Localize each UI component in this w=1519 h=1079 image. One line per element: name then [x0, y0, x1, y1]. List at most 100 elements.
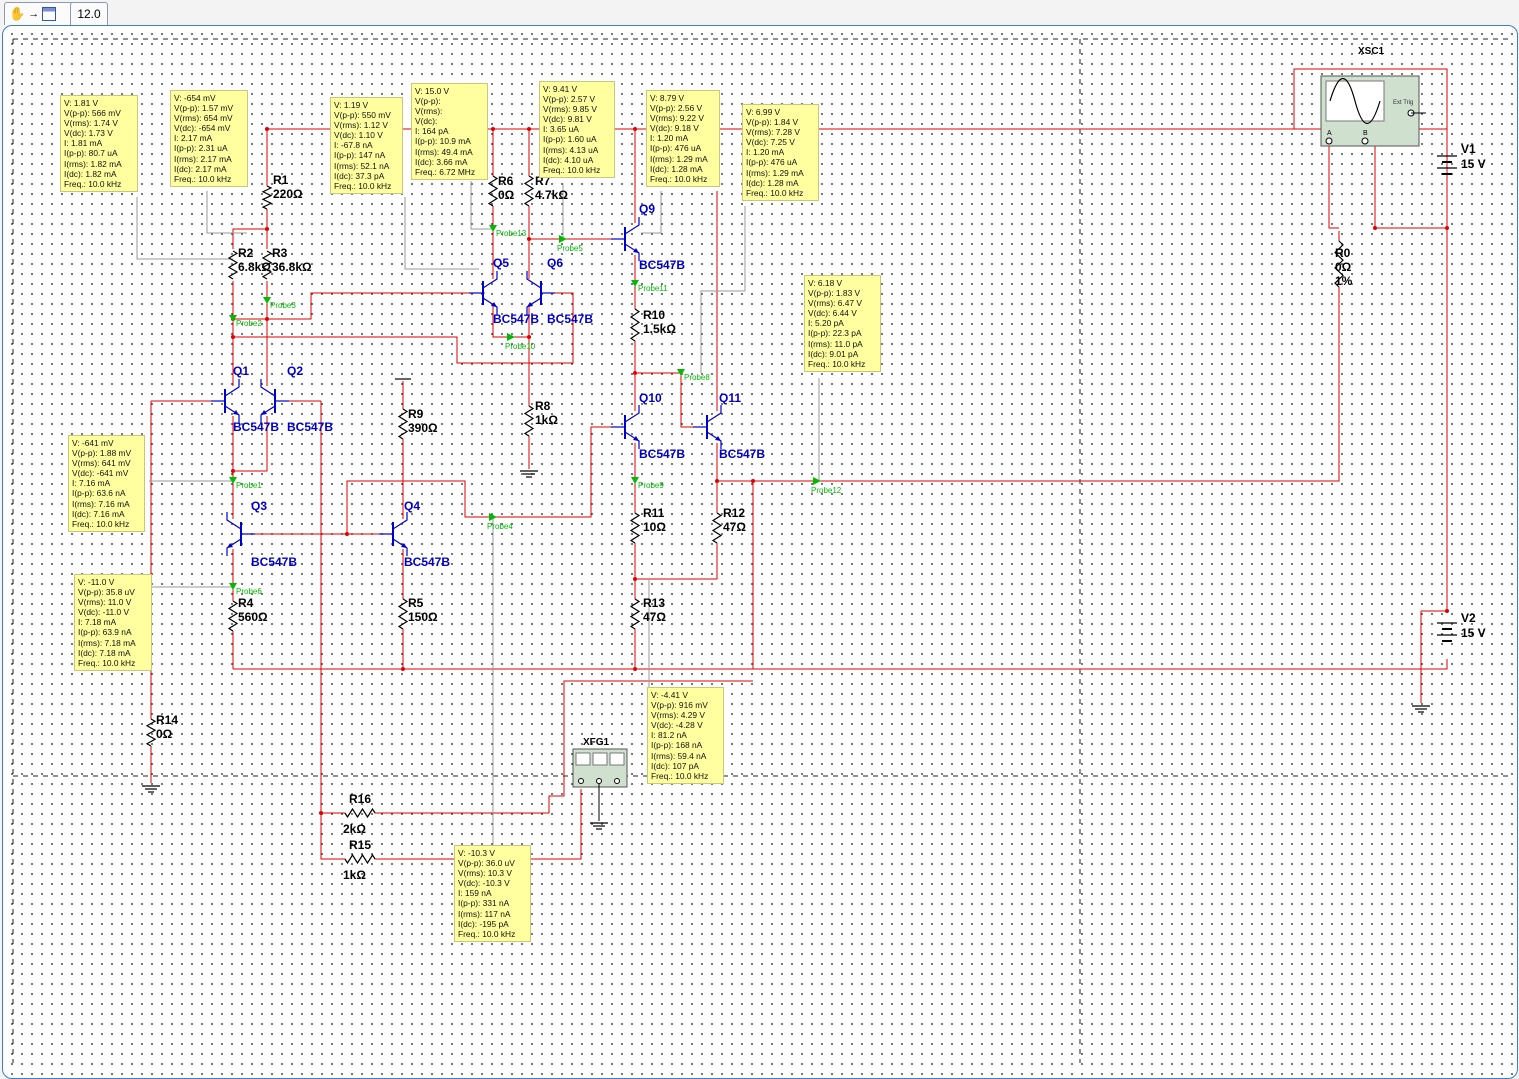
wire-junction — [265, 227, 269, 231]
probe-probe13-flag[interactable] — [489, 225, 497, 232]
wire[interactable] — [233, 292, 574, 364]
transistor-q5[interactable] — [469, 271, 498, 315]
page-icon[interactable] — [42, 7, 57, 21]
probe-probe11-flag[interactable] — [631, 280, 639, 287]
wire[interactable] — [635, 372, 701, 428]
probe-probe10-flag[interactable] — [507, 333, 515, 341]
zoom-level-tab[interactable]: 12.0 — [70, 2, 108, 25]
transistor-q4-ref: Q4 — [404, 499, 420, 513]
resistor-r0[interactable] — [1334, 240, 1344, 288]
dc-source-v1[interactable] — [1437, 155, 1457, 175]
wire[interactable] — [233, 292, 485, 320]
wire[interactable] — [375, 680, 753, 814]
oscilloscope-terminal[interactable] — [1325, 137, 1333, 145]
probe-reading: I: 2.17 mA — [174, 133, 213, 144]
transistor-q5-model: BC547B — [493, 312, 539, 326]
probe-probe12-flag[interactable] — [813, 477, 821, 485]
probe-reading: I: 159 nA — [458, 888, 492, 899]
wire-junction — [751, 479, 755, 483]
oscilloscope-terminal[interactable] — [1361, 137, 1369, 145]
function-generator-terminal[interactable] — [614, 778, 620, 784]
probe-reading: V(rms): 9.85 V — [543, 104, 597, 115]
schematic-svg[interactable]: R1220ΩR26.8kΩR336.8kΩR4560ΩR5150ΩR60ΩR74… — [3, 26, 1517, 1078]
dc-source-v2[interactable] — [1437, 622, 1457, 642]
probe-reading: V(p-p): 1.84 V — [746, 117, 799, 128]
wire[interactable] — [320, 401, 345, 860]
resistor-r14[interactable] — [145, 718, 157, 747]
probe-probe1-flag[interactable] — [229, 477, 237, 484]
resistor-r3[interactable] — [261, 250, 273, 280]
transistor-q1[interactable] — [211, 379, 240, 423]
resistor-r7[interactable] — [523, 175, 535, 207]
resistor-r10[interactable] — [629, 308, 641, 342]
probe-reading: V(rms): 9.22 V — [650, 113, 704, 124]
probe-reading: I(p-p): 168 nA — [651, 740, 703, 751]
wire[interactable] — [346, 426, 623, 534]
wire[interactable] — [1374, 141, 1447, 229]
wire[interactable] — [717, 287, 1340, 482]
probe-probe5-flag[interactable] — [559, 235, 567, 243]
resistor-r1[interactable] — [261, 185, 273, 210]
wire[interactable] — [1293, 68, 1448, 129]
probe-probe3-flag[interactable] — [263, 297, 271, 304]
resistor-r11[interactable] — [629, 512, 641, 544]
probe-probe4-flag[interactable] — [489, 513, 497, 521]
oscilloscope-xsc1[interactable] — [1320, 75, 1426, 147]
hand-pan-icon[interactable]: ✋ — [9, 6, 26, 21]
resistor-r6[interactable] — [487, 175, 499, 207]
wire[interactable] — [752, 481, 1448, 670]
transistor-q4[interactable] — [379, 512, 408, 556]
probe-reading: I(p-p): 10.9 mA — [415, 136, 471, 147]
dc-source-v2-value: 15 V — [1461, 626, 1486, 640]
probe-reading: I(dc): -195 pA — [458, 918, 509, 929]
resistor-r15[interactable] — [344, 853, 376, 865]
probe-reading: V(dc): -641 mV — [72, 468, 129, 479]
resistor-r8[interactable] — [523, 405, 535, 437]
probe-lead — [641, 191, 662, 234]
resistor-r2-value: 6.8kΩ — [238, 260, 271, 274]
resistor-r5[interactable] — [397, 598, 409, 630]
transistor-q3[interactable] — [226, 512, 255, 556]
function-generator-xfg1[interactable] — [572, 748, 628, 821]
wire[interactable] — [635, 543, 718, 580]
wire-junction — [265, 127, 269, 131]
ground-r8 — [520, 470, 538, 478]
probe-probe11-label: Probe11 — [638, 284, 668, 293]
probe-probe6-flag[interactable] — [229, 583, 237, 590]
resistor-r4[interactable] — [227, 600, 239, 632]
wire[interactable] — [232, 209, 268, 249]
probe-reading: I: 7.16 mA — [72, 478, 111, 489]
probe-probe2-flag[interactable] — [229, 315, 237, 322]
wire[interactable] — [1328, 141, 1339, 229]
function-generator-terminal[interactable] — [578, 778, 584, 784]
resistor-r9[interactable] — [397, 408, 409, 440]
transistor-q11[interactable] — [693, 405, 722, 449]
transistor-q10[interactable] — [611, 405, 640, 449]
wire[interactable] — [375, 789, 582, 860]
transistor-q2[interactable] — [260, 379, 289, 423]
probe-reading: V(p-p): 916 mV — [651, 700, 708, 711]
function-generator-terminal[interactable] — [596, 778, 602, 784]
resistor-r15-value: 1kΩ — [343, 868, 366, 882]
probe-reading: I(rms): 1.29 mA — [746, 167, 804, 178]
resistor-r14-ref: R14 — [156, 713, 178, 727]
resistor-r16[interactable] — [344, 807, 376, 819]
transistor-q6[interactable] — [526, 271, 555, 315]
resistor-r13[interactable] — [629, 598, 641, 630]
probe-reading: Freq.: 10.0 kHz — [64, 178, 122, 189]
tool-tab[interactable]: ✋ → — [4, 2, 76, 25]
wire[interactable] — [232, 416, 268, 472]
probe-probe9-flag[interactable] — [631, 477, 639, 484]
probe-reading: V(rms): 654 mV — [174, 113, 233, 124]
resistor-r2[interactable] — [227, 250, 239, 280]
probe-probe5-label: Probe5 — [557, 244, 583, 253]
transistor-q9[interactable] — [611, 217, 640, 261]
resistor-r12[interactable] — [711, 512, 723, 544]
resistor-r0-tolerance: 1% — [1335, 274, 1353, 288]
resistor-r4-value: 560Ω — [238, 610, 268, 624]
probe-reading: V: -11.0 V — [78, 577, 115, 587]
probe-probe8-flag[interactable] — [677, 369, 685, 376]
